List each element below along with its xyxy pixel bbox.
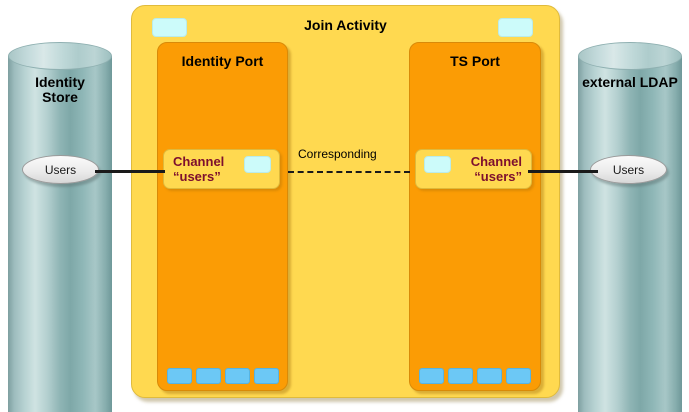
ts-port-footer-square[interactable] (506, 368, 531, 384)
external-ldap-cylinder-top (578, 42, 682, 70)
identity-port-channel-box[interactable]: Channel “users” (163, 149, 280, 189)
ts-port-footer-square[interactable] (448, 368, 473, 384)
identity-port-footer-square[interactable] (254, 368, 279, 384)
identity-store-label-line2: Store (42, 89, 78, 105)
ts-channel-label-line1: Channel (470, 154, 522, 169)
ts-port-footer-square[interactable] (477, 368, 502, 384)
identity-store-cylinder-body (8, 56, 112, 412)
activity-left-chip-icon[interactable] (152, 18, 187, 37)
external-ldap-users-label: Users (612, 162, 645, 177)
external-ldap-cylinder: external LDAP (578, 42, 682, 412)
identity-store-to-channel-connector (95, 170, 165, 173)
activity-right-chip-icon[interactable] (498, 18, 533, 37)
identity-channel-label-line2: “users” (173, 169, 221, 184)
identity-port-panel[interactable]: Identity Port (157, 42, 288, 391)
ts-port-panel[interactable]: TS Port (409, 42, 541, 391)
ts-port-channel-box[interactable]: Channel “users” (415, 149, 532, 189)
identity-channel-chip-icon[interactable] (244, 156, 271, 173)
external-ldap-cylinder-body (578, 56, 682, 412)
ts-channel-to-ldap-connector (528, 170, 598, 173)
external-ldap-users-pill[interactable]: Users (590, 155, 667, 184)
identity-store-cylinder: Identity Store (8, 42, 112, 412)
identity-store-users-pill[interactable]: Users (22, 155, 99, 184)
join-activity-title: Join Activity (304, 17, 387, 33)
identity-port-footer-square[interactable] (225, 368, 250, 384)
identity-channel-label-line1: Channel (173, 154, 225, 169)
external-ldap-label: external LDAP (582, 74, 678, 90)
identity-store-cylinder-top (8, 42, 112, 70)
identity-store-users-label: Users (44, 162, 77, 177)
ts-port-title: TS Port (450, 53, 500, 69)
corresponding-label: Corresponding (298, 147, 377, 161)
identity-port-title: Identity Port (181, 53, 264, 69)
ts-port-footer-square[interactable] (419, 368, 444, 384)
ts-channel-label-line2: “users” (474, 169, 522, 184)
corresponding-dashed-connector (288, 171, 410, 173)
identity-store-label-line1: Identity (35, 74, 85, 90)
identity-port-footer-square[interactable] (167, 368, 192, 384)
identity-port-footer-square[interactable] (196, 368, 221, 384)
ts-channel-chip-icon[interactable] (424, 156, 451, 173)
